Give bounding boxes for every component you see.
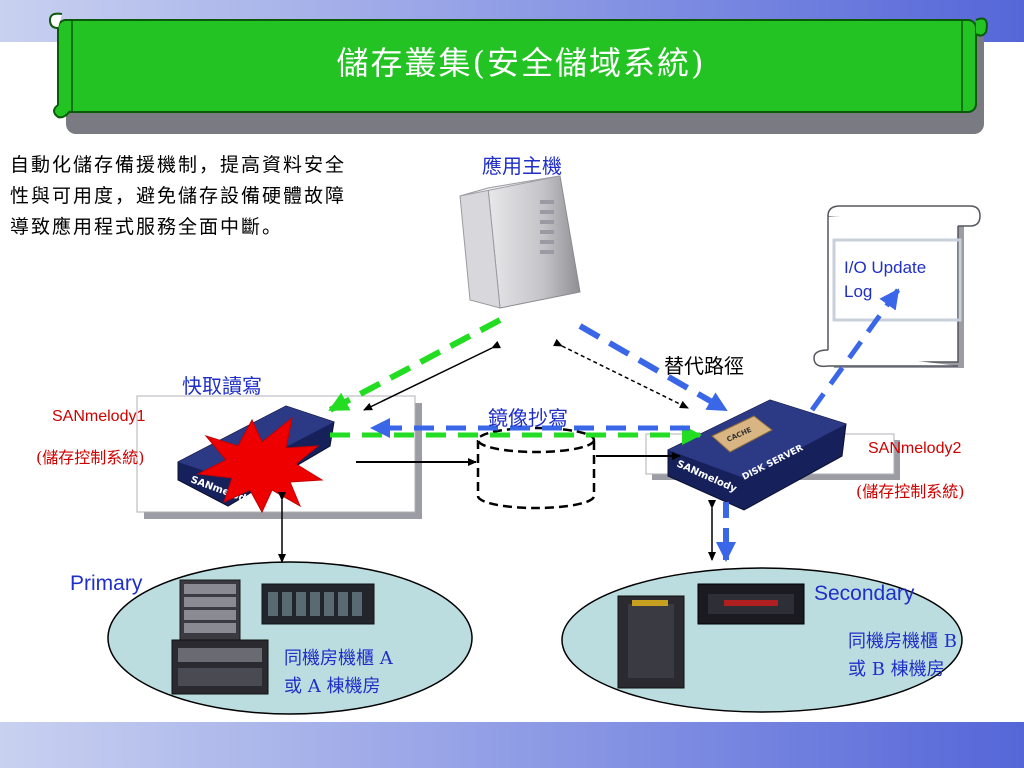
- secondary-storage-cabinet-icon: [617, 595, 685, 689]
- primary-storage-tower-icon: [179, 579, 241, 641]
- sanmelody2-label: SANmelody2: [868, 440, 962, 457]
- title-banner: [48, 12, 988, 134]
- intro-paragraph: 自動化儲存備援機制，提高資料安全性與可用度，避免儲存設備硬體故障導致應用程式服務…: [10, 154, 347, 238]
- cache-rw-label: 快取讀寫: [182, 374, 262, 398]
- site-a-line1: 同機房機櫃 A: [284, 648, 393, 669]
- host-to-sanmelody1-arrow: [363, 340, 501, 411]
- sanmelody1-label: SANmelody1: [52, 408, 146, 425]
- site-a-line2: 或 A 棟機房: [284, 676, 381, 697]
- bottom-band: [0, 722, 1024, 768]
- site-a-label: 同機房機櫃 A 或 A 棟機房: [284, 645, 393, 701]
- io-update-log-line1: I/O Update: [844, 258, 927, 277]
- sanmelody2-to-iolog-blue-path: [809, 288, 901, 412]
- failure-explosion-icon: [196, 416, 324, 514]
- app-host-server-icon: [459, 175, 581, 309]
- sanmelody2-server-icon: CACHE DISK SERVER SANmelody: [667, 399, 847, 511]
- mirror-write-label: 鏡像抄寫: [488, 406, 568, 430]
- site-b-line2: 或 B 棟機房: [848, 659, 945, 680]
- host-to-sanmelody2-alt-arrow: [553, 338, 689, 409]
- primary-rack-server-icon: [171, 639, 269, 695]
- app-host-label: 應用主機: [482, 154, 562, 178]
- io-update-log-label: I/O Update Log: [844, 256, 926, 304]
- mirror-disk-cylinder: [476, 426, 596, 510]
- io-update-log-line2: Log: [844, 282, 873, 301]
- sanmelody2-subtitle: (儲存控制系統): [856, 482, 965, 501]
- secondary-label: Secondary: [814, 582, 915, 605]
- primary-disk-array-icon: [261, 583, 375, 625]
- alt-path-label: 替代路徑: [664, 354, 744, 378]
- page-title: 儲存叢集(安全儲域系統): [336, 44, 706, 82]
- primary-label: Primary: [70, 572, 143, 595]
- host-to-sanmelody2-blue-path: [578, 323, 728, 413]
- site-b-line1: 同機房機櫃 B: [848, 631, 957, 652]
- secondary-disk-enclosure-icon: [697, 583, 805, 625]
- site-b-label: 同機房機櫃 B 或 B 棟機房: [848, 628, 957, 684]
- sanmelody1-subtitle: (儲存控制系統): [36, 448, 145, 467]
